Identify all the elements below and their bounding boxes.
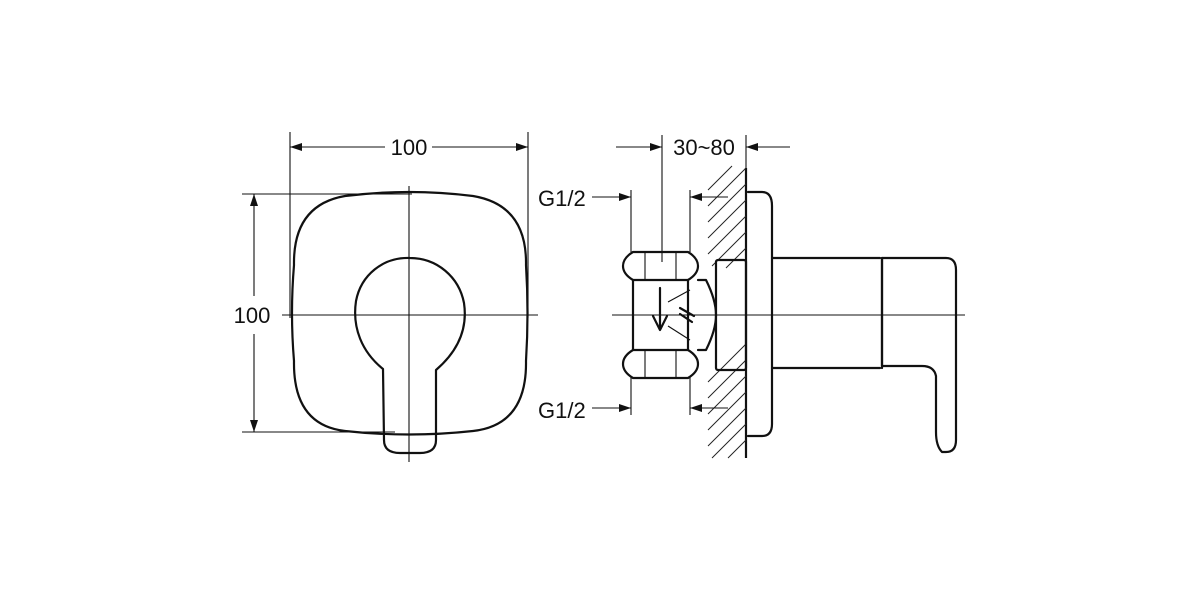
inlet-bottom-label: G1/2 [538, 398, 586, 423]
front-view: 100 100 [234, 132, 538, 462]
inlet-top-dimension: G1/2 [538, 186, 728, 252]
width-dimension-label: 100 [391, 135, 428, 160]
width-dimension: 100 [290, 135, 528, 160]
height-dimension-label: 100 [234, 303, 271, 328]
depth-dimension: 30~80 [616, 135, 790, 262]
inlet-bottom-dimension: G1/2 [538, 376, 728, 423]
lever-side-outline [880, 256, 958, 454]
mounted-trim [746, 190, 958, 454]
cover-plate-outline [290, 190, 529, 436]
depth-dimension-label: 30~80 [673, 135, 735, 160]
cover-plate-side-outline [746, 190, 774, 438]
side-view: 30~80 G1/2 [538, 135, 965, 459]
inlet-top-label: G1/2 [538, 186, 586, 211]
height-dimension: 100 [234, 194, 271, 432]
lever-handle-outline [354, 256, 466, 455]
wall-section [707, 165, 748, 459]
